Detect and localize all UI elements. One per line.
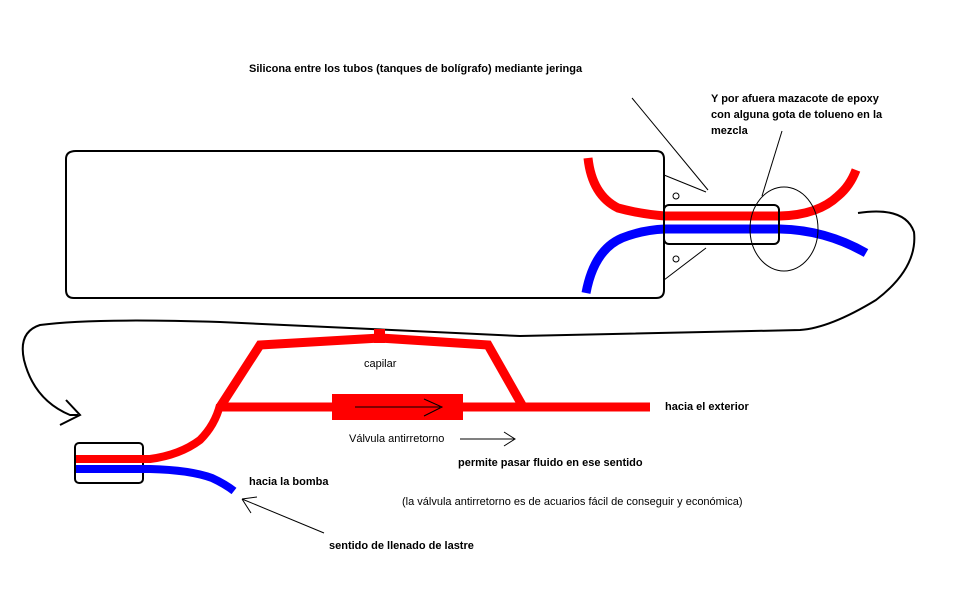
leader-epoxy [761, 130, 783, 197]
label-valvula: Válvula antirretorno [349, 433, 445, 445]
label-sentido: sentido de llenado de lastre [329, 540, 474, 552]
screw-top [672, 192, 680, 200]
red-tube-lower [76, 403, 224, 463]
label-hacia-exterior: hacia el exterior [665, 401, 749, 413]
label-hacia-bomba: hacia la bomba [249, 476, 329, 488]
label-epoxy: Y por afuera mazacote de epoxy con algun… [711, 91, 882, 139]
direction-arrow [460, 431, 516, 447]
valve-flow-arrow [355, 398, 444, 417]
connector-curve [21, 210, 916, 416]
label-epoxy-line-1: Y por afuera mazacote de epoxy [711, 93, 879, 105]
tank-end-cap [663, 174, 707, 281]
connector-arrow-head [59, 399, 82, 426]
ballast-tank [65, 150, 665, 299]
capillary-joint [374, 329, 385, 343]
blue-tube-upper [581, 224, 869, 294]
label-epoxy-line-2: con alguna gota de tolueno en la [711, 109, 883, 121]
leader-silicona [631, 97, 709, 191]
label-permite: permite pasar fluido en ese sentido [458, 457, 643, 469]
label-capilar: capilar [364, 358, 397, 370]
label-silicona: Silicona entre los tubos (tanques de bol… [249, 63, 583, 75]
label-epoxy-line-3: mezcla [711, 125, 748, 137]
fill-direction-arrow [241, 496, 325, 534]
blue-tube-lower [76, 465, 237, 495]
silicone-fitting-box [663, 204, 780, 245]
red-tube-upper [583, 157, 861, 221]
epoxy-ellipse [749, 186, 819, 272]
screw-bottom [672, 255, 680, 263]
label-nota-valvula: (la válvula antirretorno es de acuarios … [402, 496, 743, 508]
